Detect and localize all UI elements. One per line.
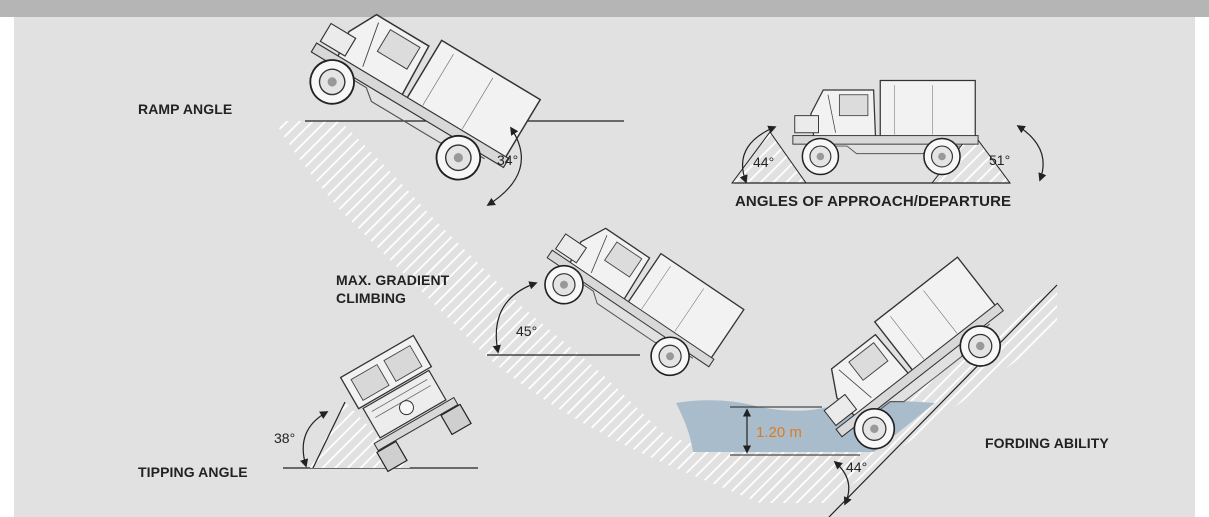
gradient-angle-arc (492, 281, 538, 354)
ramp-angle-value: 34° (497, 152, 519, 168)
fording-depth-value: 1.20 m (756, 424, 802, 441)
top-bar (0, 0, 1209, 17)
gradient-angle-value: 45° (516, 323, 538, 339)
approach-departure-label: ANGLES OF APPROACH/DEPARTURE (735, 193, 1012, 210)
tipping-angle-arc (300, 411, 329, 468)
ramp-angle-label: RAMP ANGLE (138, 101, 233, 117)
tipping-angle-label: TIPPING ANGLE (138, 464, 248, 480)
max-gradient-label-line2: CLIMBING (336, 290, 407, 306)
approach-truck-icon (792, 79, 979, 176)
max-gradient-label-line1: MAX. GRADIENT (336, 272, 450, 288)
tipping-angle-value: 38° (274, 430, 296, 446)
ramp-angle-arc (486, 126, 522, 206)
fording-ability-label: FORDING ABILITY (985, 435, 1109, 451)
fording-angle-value: 44° (846, 459, 868, 475)
slope-ground-hatch (275, 121, 1057, 503)
fording-angle-arc (833, 460, 852, 506)
departure-angle-value: 51° (989, 152, 1011, 168)
departure-angle-arc (1016, 125, 1047, 182)
approach-angle-value: 44° (753, 154, 775, 170)
approach-angle-arc (739, 125, 777, 184)
